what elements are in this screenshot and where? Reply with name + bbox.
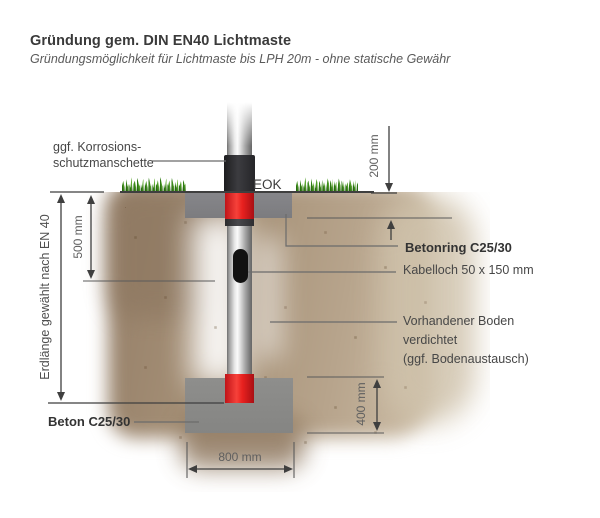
dim-200-label: 200 mm: [367, 134, 381, 178]
label-corrosion-line1: ggf. Korrosions-: [53, 140, 142, 154]
label-corrosion-line2: schutzmanschette: [53, 156, 154, 170]
label-beton: Beton C25/30: [48, 414, 131, 429]
mast-red-band-top: [225, 193, 254, 219]
dim-500-label: 500 mm: [71, 215, 85, 259]
grass-left: [122, 176, 186, 192]
kabelloch-hole: [233, 249, 248, 283]
label-boden-line1: Vorhandener Boden: [403, 314, 515, 328]
corrosion-sleeve-band: [224, 155, 255, 193]
header: Gründung gem. DIN EN40 Lichtmaste Gründu…: [30, 33, 450, 66]
dim-400-label: 400 mm: [354, 382, 368, 426]
soil-blob-light: [380, 194, 475, 424]
mast-top-fade: [220, 88, 260, 146]
label-boden: Vorhandener Boden verdichtet (ggf. Boden…: [403, 312, 529, 369]
page-subtitle: Gründungsmöglichkeit für Lichtmaste bis …: [30, 52, 451, 66]
label-eok: EOK: [253, 177, 282, 192]
dimension-erdlaenge: [57, 194, 65, 401]
label-erdlaenge: Erdlänge gewählt nach EN 40: [38, 214, 52, 380]
label-betonring: Betonring C25/30: [405, 240, 512, 255]
label-kabelloch: Kabelloch 50 x 150 mm: [403, 263, 534, 277]
soil-speckles: [125, 207, 126, 208]
grass-right: [296, 176, 358, 192]
soil-white-glow: [256, 238, 282, 358]
mast-red-band-bottom: [225, 374, 254, 403]
mast-dark-band: [225, 219, 254, 226]
label-boden-line2: verdichtet: [403, 333, 458, 347]
label-boden-line3: (ggf. Bodenaustausch): [403, 352, 529, 366]
label-corrosion: ggf. Korrosions- schutzmanschette: [53, 139, 154, 171]
page-title: Gründung gem. DIN EN40 Lichtmaste: [30, 33, 292, 49]
dim-800-label: 800 mm: [218, 450, 262, 464]
